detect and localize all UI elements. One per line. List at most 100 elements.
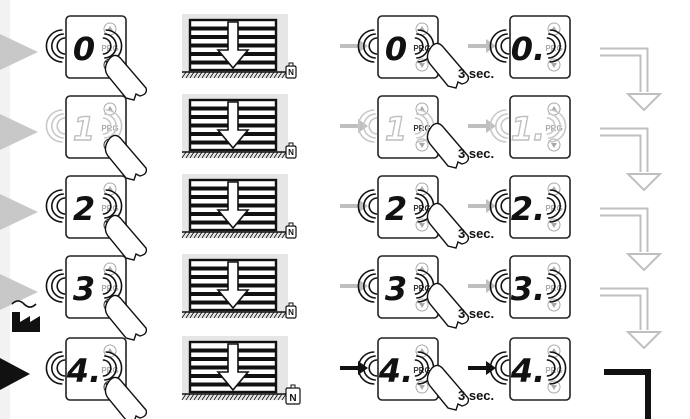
signal-wave-icon xyxy=(104,193,117,219)
finger-press-icon xyxy=(426,42,470,89)
finger-press-icon xyxy=(104,214,148,261)
grey-arrow-icon xyxy=(340,39,368,53)
row-pointer-icon xyxy=(0,358,30,390)
dark-arrow-icon xyxy=(340,361,368,375)
floor-hatch xyxy=(249,393,255,401)
floor-hatch xyxy=(269,231,275,239)
weight-handle-icon xyxy=(288,302,294,307)
signal-wave-icon xyxy=(357,29,375,63)
weight-label: N xyxy=(288,228,294,237)
floor-hatch xyxy=(193,71,199,79)
floor-hatch xyxy=(209,71,215,79)
floor-hatch xyxy=(257,151,263,159)
signal-wave-icon xyxy=(368,37,378,55)
signal-wave-icon xyxy=(546,359,556,377)
down-arrow-icon xyxy=(551,385,557,390)
weight-handle-icon xyxy=(290,384,296,389)
signal-wave-icon xyxy=(45,351,63,385)
hold-duration-label: 3 sec. xyxy=(458,306,494,321)
floor-hatch xyxy=(197,151,203,159)
weight-label: N xyxy=(289,393,296,404)
signal-wave-icon xyxy=(495,113,508,139)
signal-wave-icon xyxy=(489,29,507,63)
signal-wave-icon xyxy=(548,33,561,59)
floor-hatch xyxy=(277,311,283,319)
signal-wave-icon xyxy=(357,351,375,385)
signal-wave-icon xyxy=(51,355,64,381)
flow-connector xyxy=(600,127,649,172)
floor-hatch xyxy=(185,71,191,79)
down-arrow-icon xyxy=(551,143,557,148)
signal-wave-icon xyxy=(104,355,117,381)
flow-connector-inner xyxy=(600,49,647,92)
signal-wave-icon xyxy=(416,113,429,139)
floor-hatch xyxy=(221,71,227,79)
flow-connector-inner xyxy=(600,129,647,172)
floor-hatch xyxy=(237,151,243,159)
floor-hatch xyxy=(201,393,207,401)
weight-handle-icon xyxy=(288,222,294,227)
floor-hatch xyxy=(257,393,263,401)
weight-handle-icon xyxy=(288,142,294,147)
floor-hatch xyxy=(209,393,215,401)
floor-hatch xyxy=(217,231,223,239)
signal-wave-icon xyxy=(45,29,63,63)
signal-wave-icon xyxy=(416,273,429,299)
signal-wave-icon xyxy=(546,117,556,135)
signal-wave-icon xyxy=(56,277,66,295)
finger-press-icon xyxy=(426,364,470,411)
floor-hatch xyxy=(241,231,247,239)
floor-hatch xyxy=(189,393,195,401)
signal-wave-icon xyxy=(45,269,63,303)
signal-wave-icon xyxy=(495,273,508,299)
floor-hatch xyxy=(181,71,187,79)
signal-wave-icon xyxy=(548,193,561,219)
floor-hatch xyxy=(265,393,271,401)
floor-hatch xyxy=(181,151,187,159)
signal-wave-icon xyxy=(368,359,378,377)
hold-duration-label: 3 sec. xyxy=(458,146,494,161)
floor-hatch xyxy=(181,393,187,401)
signal-wave-icon xyxy=(549,189,567,223)
smoke-icon xyxy=(11,300,37,308)
floor-hatch xyxy=(281,311,287,319)
weight-label: N xyxy=(288,148,294,157)
factory-icon xyxy=(12,312,40,332)
weight-handle-icon xyxy=(288,62,294,67)
signal-wave-icon xyxy=(51,33,64,59)
signal-wave-icon xyxy=(102,359,112,377)
floor-hatch xyxy=(213,393,219,401)
signal-wave-icon xyxy=(489,351,507,385)
signal-wave-icon xyxy=(549,109,567,143)
display-digit: 2 xyxy=(385,190,407,228)
door-down-arrow-icon xyxy=(216,343,250,392)
floor-hatch xyxy=(225,151,231,159)
floor-hatch xyxy=(201,71,207,79)
floor-hatch xyxy=(233,231,239,239)
signal-wave-icon xyxy=(414,359,424,377)
signal-wave-icon xyxy=(416,355,429,381)
flow-down-arrow-icon xyxy=(625,331,663,350)
display-digit: 0 xyxy=(385,30,407,68)
floor-hatch xyxy=(181,231,187,239)
signal-wave-icon xyxy=(414,37,424,55)
floor-hatch xyxy=(265,71,271,79)
signal-wave-icon xyxy=(363,273,376,299)
down-arrow-icon xyxy=(551,303,557,308)
floor-hatch xyxy=(197,311,203,319)
floor-hatch xyxy=(233,71,239,79)
down-arrow-icon xyxy=(551,223,557,228)
floor-hatch xyxy=(265,231,271,239)
hold-duration-label: 3 sec. xyxy=(458,226,494,241)
floor-hatch xyxy=(205,151,211,159)
floor-hatch xyxy=(249,311,255,319)
floor-hatch xyxy=(273,393,279,401)
weight-label: N xyxy=(288,308,294,317)
floor-hatch xyxy=(225,231,231,239)
signal-wave-icon xyxy=(363,113,376,139)
floor-hatch xyxy=(197,71,203,79)
signal-wave-icon xyxy=(549,269,567,303)
floor-hatch xyxy=(261,151,267,159)
